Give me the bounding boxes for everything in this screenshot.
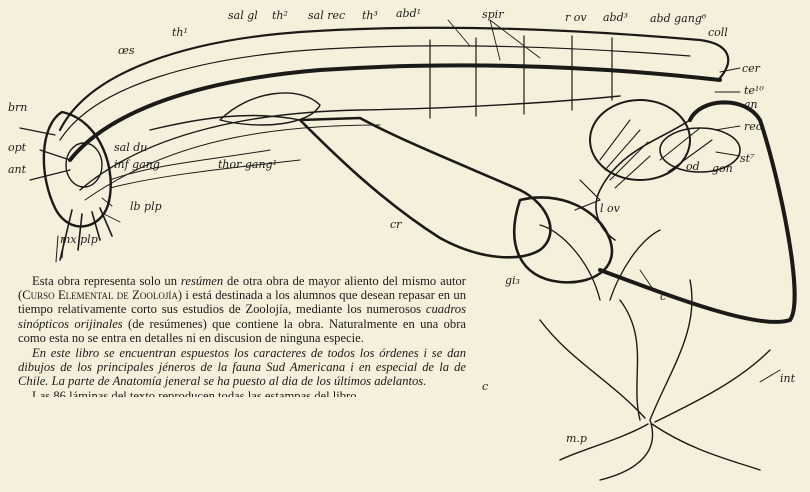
label-rec: rec [744,120,762,133]
label-st7: st⁷ [740,152,755,165]
label-an: an [744,98,758,111]
gizzard [514,197,612,282]
dorsal-outline [60,28,728,130]
label-gon: gon [712,162,733,175]
label-coll: coll [708,26,728,39]
label-cer: cer [742,62,761,75]
label-spir: spir [482,8,504,21]
malpighian-tubules [540,280,770,480]
label-th2: th² [272,9,288,22]
label-m-p: m.p [566,432,587,445]
label-cr: cr [390,218,402,231]
label-abd3: abd³ [603,11,628,24]
label-te10: te¹⁰ [744,84,764,97]
caption-paragraph-3: Las 86 láminas del texto reproducen toda… [18,389,466,397]
label-r-ov: r ov [565,11,587,24]
label-sal-du: sal du [114,141,147,154]
crop [300,118,550,257]
label-int: int [780,372,796,385]
label-gi3: gi₃ [505,274,520,287]
caption-paragraph-2: En este libro se encuentran espuestos lo… [18,346,466,389]
label-ant: ant [8,163,27,176]
label-th3: th³ [362,9,378,22]
label-opt: opt [8,141,27,154]
label-c-left: c [482,380,488,393]
ventral-outline [80,96,620,190]
label-sal-gl: sal gl [228,9,258,22]
label-mx-plp: mx plp [60,233,98,246]
label-oes: œs [118,44,135,57]
caption-text: Esta obra representa solo un resúmen de … [18,274,466,397]
label-od: od [686,160,700,173]
label-l-ov: l ov [600,202,621,215]
label-thor-gang1: thor gang¹ [218,158,277,171]
label-th1: th¹ [172,26,188,39]
label-c-mid: c [660,290,666,303]
label-lb-plp: lb plp [130,200,162,213]
label-brn: brn [8,101,27,114]
label-abd1: abd¹ [396,7,421,20]
label-sal-rec: sal rec [308,9,345,22]
label-inf-gang: inf gang [114,158,160,171]
intestine [600,102,795,322]
caption-paragraph-1: Esta obra representa solo un resúmen de … [18,274,466,345]
label-abd-gang6: abd gang⁶ [650,12,707,25]
